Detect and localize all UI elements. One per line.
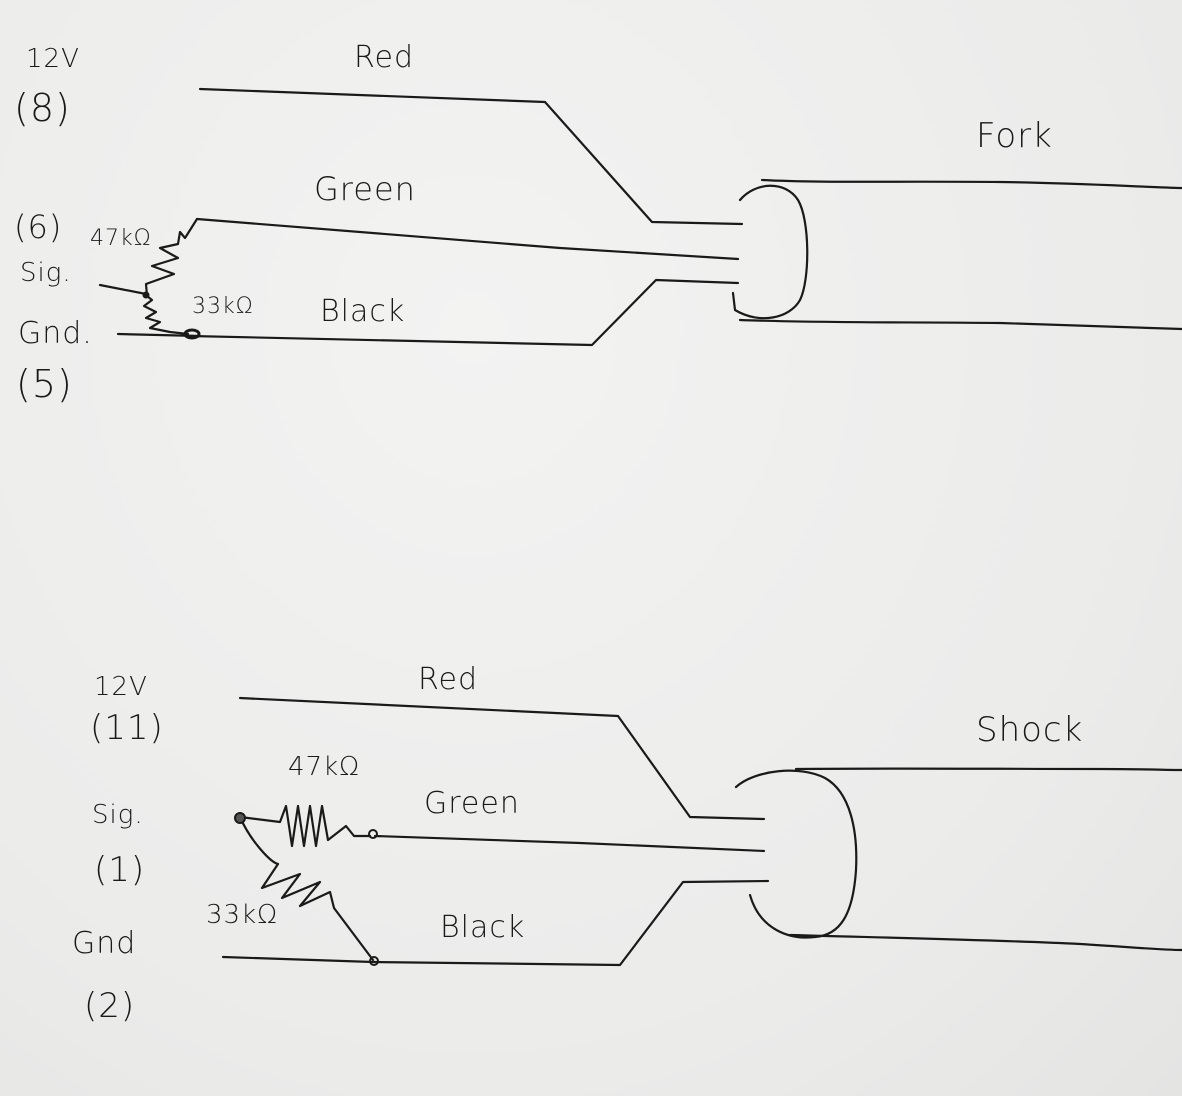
- fork-black-wire: [188, 278, 740, 347]
- fork-cable-bottom: [738, 318, 1182, 331]
- shock-green-wire-label: Green: [424, 786, 520, 821]
- fork-red-wire: [198, 87, 744, 226]
- fork-green-wire-label: Green: [314, 170, 416, 208]
- shock-resistor-47k-label: 47kΩ: [288, 752, 361, 782]
- fork-signal-junction: [142, 291, 150, 299]
- fork-resistor-33k-label: 33kΩ: [192, 294, 254, 319]
- fork-signal-label: Sig.: [20, 258, 72, 288]
- fork-component-label: Fork: [976, 116, 1053, 156]
- shock-resistor-33k: [238, 815, 375, 962]
- shock-black-wire-label: Black: [440, 910, 526, 945]
- shock-ground-terminal: [369, 956, 379, 966]
- fork-ground-junction: [183, 328, 201, 340]
- shock-red-wire-label: Red: [418, 662, 478, 697]
- shock-black-wire: [221, 879, 770, 967]
- fork-ground-label: Gnd.: [18, 316, 93, 351]
- shock-connector-cap: [734, 769, 858, 939]
- fork-resistor-47k: [144, 217, 199, 298]
- fork-cable-top: [760, 178, 1182, 190]
- fork-signal-pin-number: (6): [14, 208, 63, 246]
- shock-power-pin-number: (11): [90, 708, 164, 748]
- shock-ground-pin-number: (2): [84, 986, 136, 1026]
- fork-signal-lead: [98, 283, 148, 296]
- shock-power-label: 12V: [94, 672, 148, 702]
- shock-cable-top: [794, 767, 1182, 772]
- shock-signal-label: Sig.: [92, 800, 144, 830]
- fork-power-pin-number: (8): [14, 86, 71, 130]
- fork-black-wire-label: Black: [320, 294, 406, 329]
- shock-green-wire: [373, 834, 766, 853]
- fork-diagram: [98, 87, 1182, 347]
- shock-diagram: [221, 696, 1182, 967]
- shock-ground-label: Gnd: [72, 926, 137, 961]
- shock-red-wire: [238, 696, 766, 821]
- shock-component-label: Shock: [976, 710, 1084, 750]
- fork-power-label: 12V: [26, 44, 80, 74]
- shock-green-terminal: [368, 829, 378, 839]
- fork-ground-pin-number: (5): [16, 362, 73, 406]
- shock-cable-bottom: [788, 933, 1182, 952]
- fork-red-wire-label: Red: [354, 40, 414, 75]
- fork-connector-cap: [731, 184, 809, 320]
- shock-resistor-33k-label: 33kΩ: [206, 900, 279, 930]
- fork-resistor-47k-label: 47kΩ: [90, 226, 152, 251]
- shock-signal-junction: [234, 812, 246, 824]
- shock-signal-pin-number: (1): [94, 850, 146, 890]
- shock-resistor-47k: [238, 804, 372, 848]
- fork-green-wire: [195, 217, 740, 261]
- fork-resistor-33k: [142, 294, 190, 336]
